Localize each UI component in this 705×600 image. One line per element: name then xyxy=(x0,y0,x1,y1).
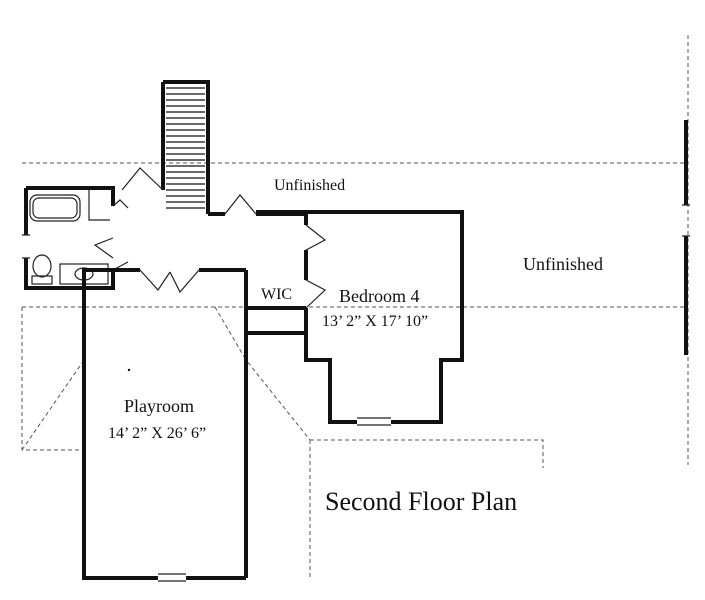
wic-label: WIC xyxy=(261,286,292,303)
roof-outline-lines xyxy=(21,35,689,578)
walk-in-closet xyxy=(244,270,306,578)
bedroom-name-label: Bedroom 4 xyxy=(339,286,420,306)
bedroom-size-label: 13’ 2” X 17’ 10” xyxy=(322,313,428,330)
staircase xyxy=(161,80,210,214)
unfinished-top-label: Unfinished xyxy=(274,177,345,194)
unfinished-right-label: Unfinished xyxy=(523,254,603,274)
playroom xyxy=(82,268,246,582)
playroom-name-label: Playroom xyxy=(124,396,194,416)
plan-title: Second Floor Plan xyxy=(325,487,517,516)
right-exterior-wall xyxy=(682,120,690,355)
toilet-icon xyxy=(32,254,52,278)
playroom-size-label: 14’ 2” X 26’ 6” xyxy=(108,425,206,442)
bedroom-4 xyxy=(256,210,464,426)
bathtub-icon xyxy=(29,194,81,222)
